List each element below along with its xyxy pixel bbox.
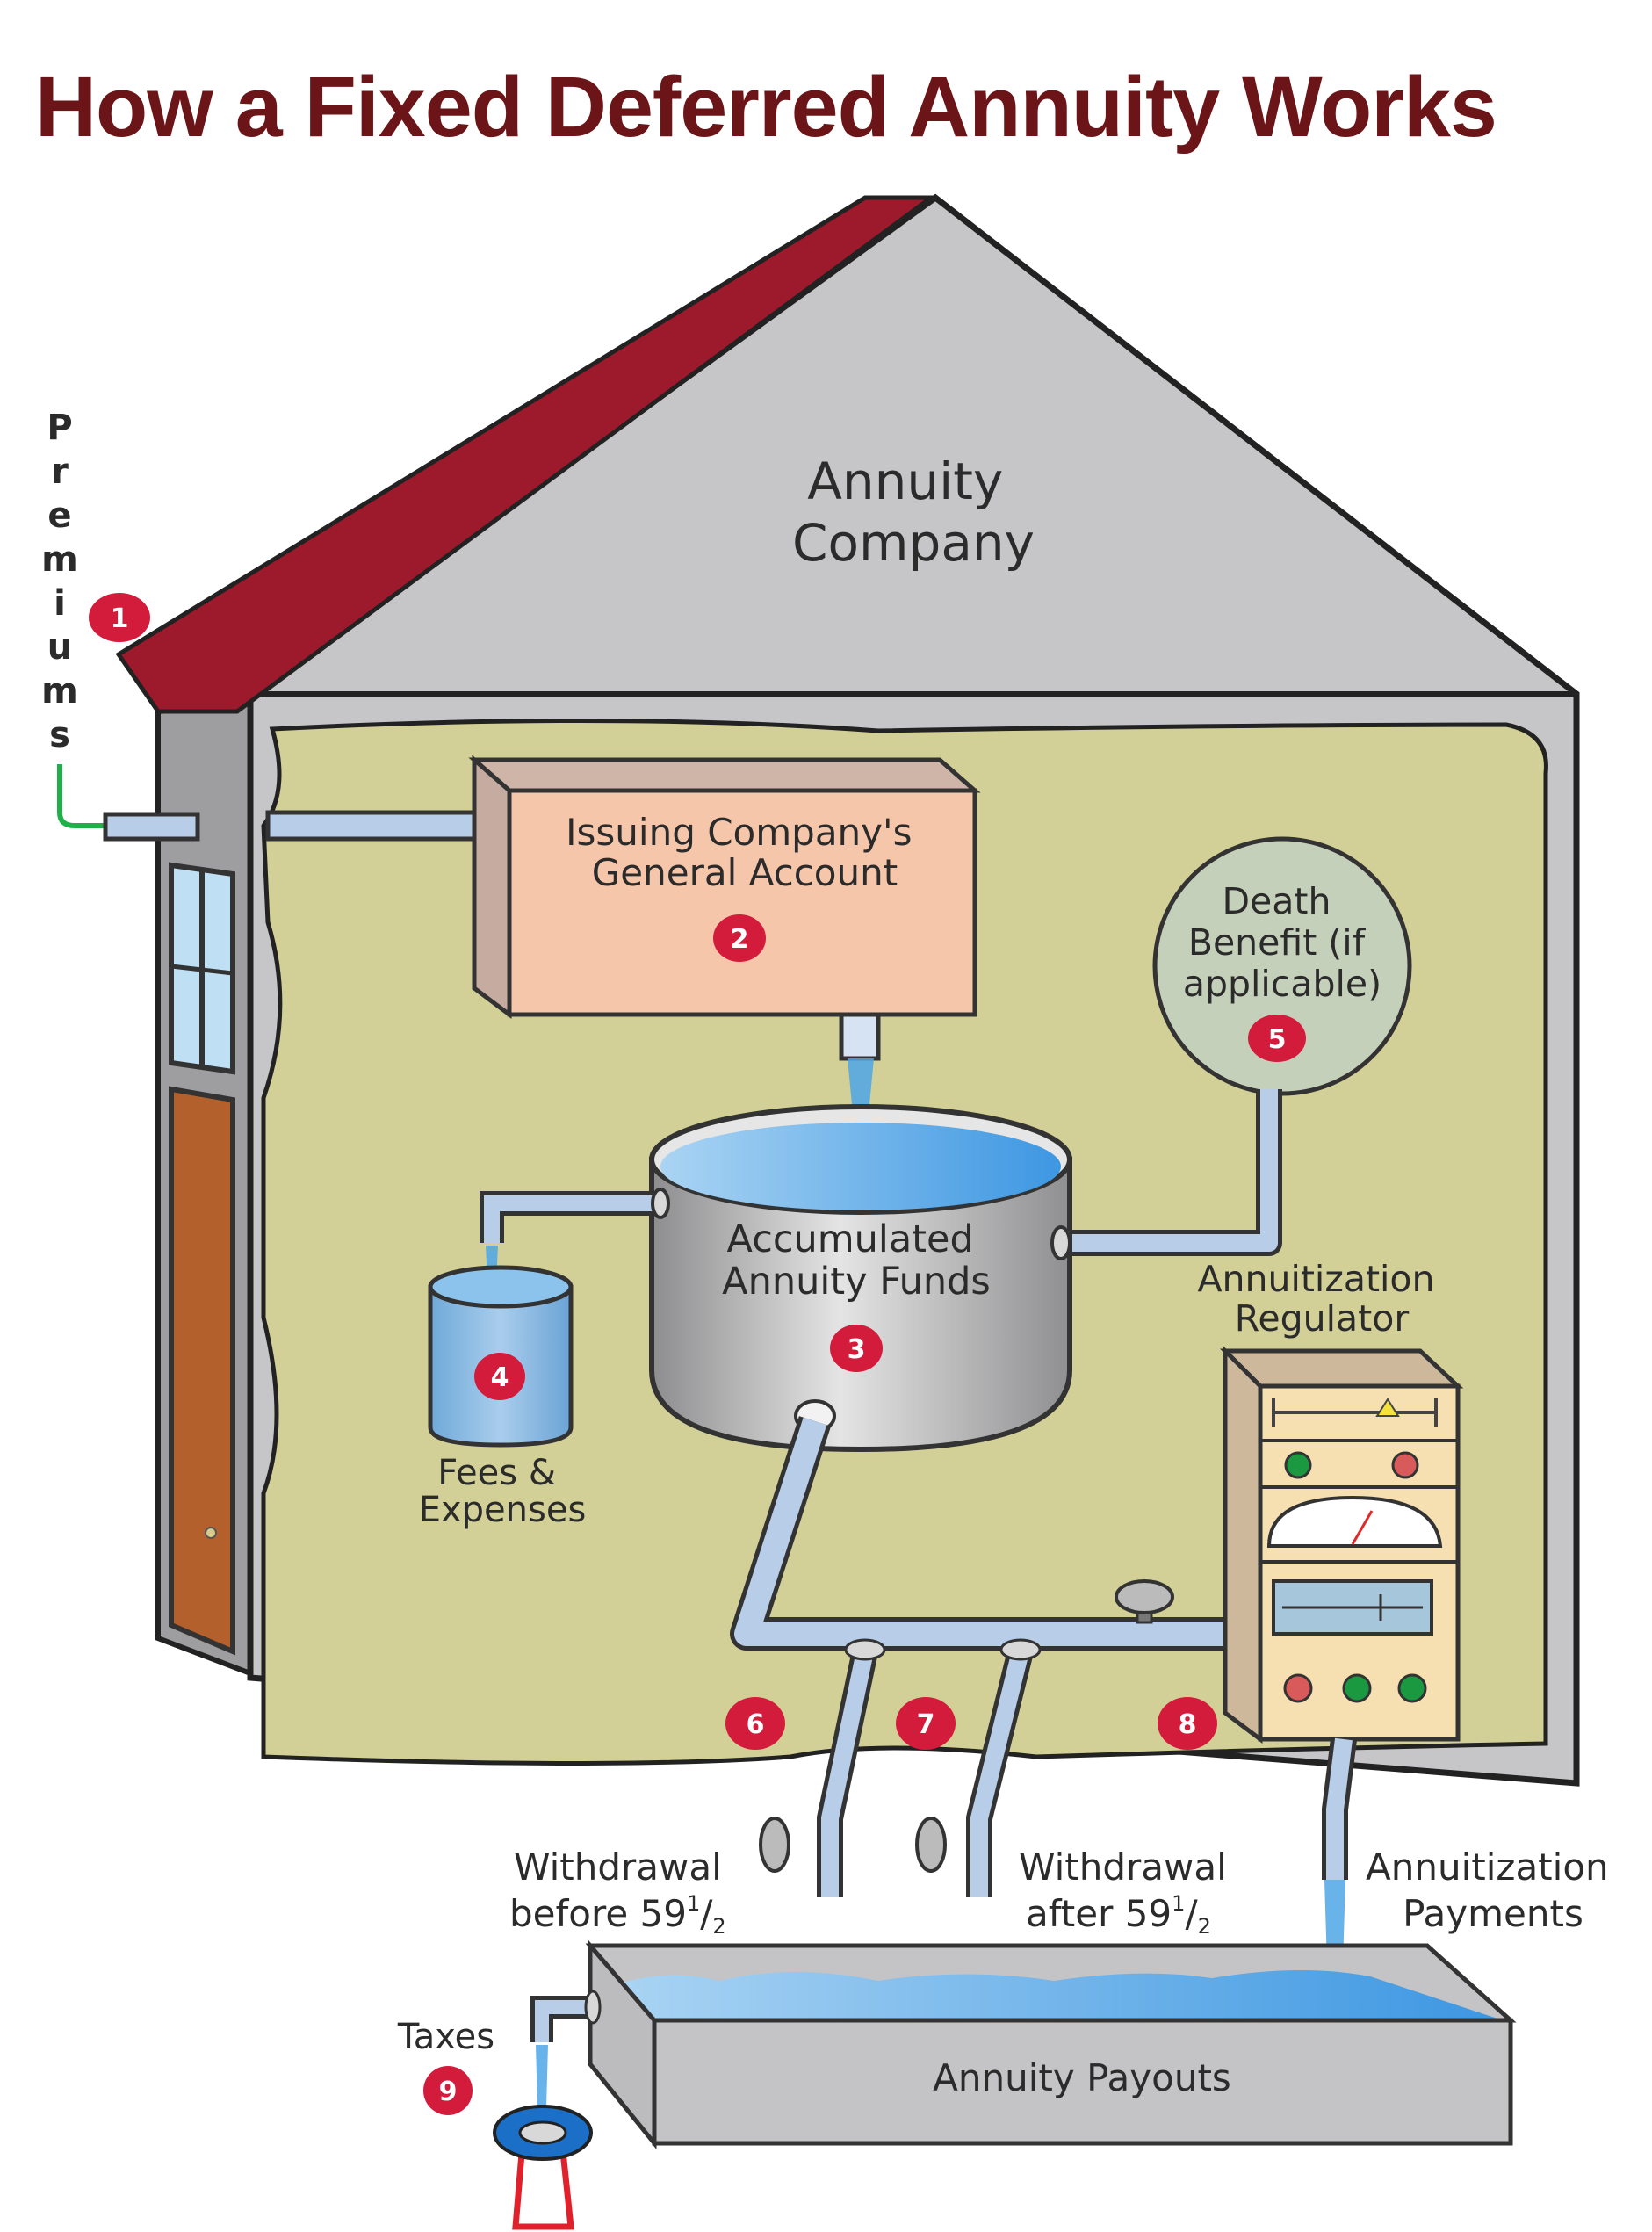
valve-icon[interactable] xyxy=(1115,1579,1174,1624)
svg-text:m: m xyxy=(41,671,78,711)
knob-icon[interactable] xyxy=(1397,1673,1427,1703)
death-benefit-label: Death Benefit (if applicable) xyxy=(1183,880,1381,1005)
house-side-wall xyxy=(155,699,253,1678)
svg-text:i: i xyxy=(54,583,66,624)
badge-4: 4 xyxy=(474,1353,525,1400)
svg-text:9: 9 xyxy=(439,2077,458,2107)
regulator-label: Annuitization Regulator xyxy=(1197,1258,1446,1340)
death-benefit-gauge: Death Benefit (if applicable) 5 xyxy=(1152,836,1412,1096)
annuitization-regulator xyxy=(1219,1345,1464,1744)
knob-icon[interactable] xyxy=(1283,1673,1313,1703)
fees-pipe xyxy=(484,1195,660,1243)
slider-handle-icon[interactable] xyxy=(1375,1398,1400,1417)
premium-pipe xyxy=(265,810,508,842)
badge-3: 3 xyxy=(830,1325,883,1372)
accumulated-funds-label: Accumulated Annuity Funds xyxy=(722,1217,991,1304)
svg-text:s: s xyxy=(49,715,70,755)
annuity-payouts-trough: Annuity Payouts xyxy=(585,1939,1517,2150)
fees-cup: 4 xyxy=(428,1265,574,1448)
premiums-label: P r e m i u m s xyxy=(41,408,78,755)
death-benefit-pipe xyxy=(1058,1089,1278,1252)
taxes-label: Taxes xyxy=(397,2017,494,2057)
svg-text:u: u xyxy=(47,627,72,668)
inlet-pipe xyxy=(103,812,200,842)
general-account-label: Issuing Company's General Account xyxy=(566,811,924,894)
svg-text:4: 4 xyxy=(491,1362,509,1393)
gauge-icon xyxy=(1266,1495,1443,1548)
withdrawal-before-pipe xyxy=(821,1649,874,1897)
house-label: Annuity Company xyxy=(792,451,1035,573)
annuitization-pipe xyxy=(1326,1737,1353,1880)
payouts-label: Annuity Payouts xyxy=(933,2056,1231,2099)
badge-2: 2 xyxy=(713,914,766,962)
knob-icon[interactable] xyxy=(1391,1451,1419,1479)
page-title: How a Fixed Deferred Annuity Works xyxy=(35,59,1497,155)
badge-9: 9 xyxy=(423,2066,473,2115)
spigot-before-icon[interactable] xyxy=(759,1817,790,1873)
knob-icon[interactable] xyxy=(1284,1451,1312,1479)
svg-text:8: 8 xyxy=(1179,1709,1197,1740)
badge-6: 6 xyxy=(725,1697,785,1750)
svg-text:m: m xyxy=(41,539,78,580)
fees-label: Fees & Expenses xyxy=(419,1453,587,1530)
svg-text:r: r xyxy=(51,451,69,492)
taxes-pipe xyxy=(535,2000,590,2042)
withdrawal-before-label: Withdrawal before 591/2 xyxy=(509,1846,733,1939)
premium-arrow-icon xyxy=(57,764,158,828)
accumulated-funds-tank: Accumulated Annuity Funds 3 xyxy=(649,1104,1072,1453)
annuitization-payments-label: Annuitization Payments xyxy=(1366,1846,1620,1935)
svg-text:2: 2 xyxy=(731,924,749,955)
badge-8: 8 xyxy=(1158,1697,1217,1750)
svg-text:7: 7 xyxy=(917,1709,935,1740)
outflow-pipe xyxy=(734,1417,1238,1646)
svg-text:e: e xyxy=(47,495,71,536)
svg-text:6: 6 xyxy=(747,1709,765,1740)
knob-icon[interactable] xyxy=(1342,1673,1372,1703)
withdrawal-after-pipe xyxy=(970,1649,1029,1897)
door-knob xyxy=(205,1527,217,1539)
svg-text:1: 1 xyxy=(111,603,129,634)
badge-1: 1 xyxy=(89,593,150,642)
general-account-box: Issuing Company's General Account 2 xyxy=(468,755,981,1019)
tax-collector-icon xyxy=(493,2105,593,2230)
spigot-after-icon[interactable] xyxy=(915,1817,947,1873)
svg-text:P: P xyxy=(47,408,72,448)
door[interactable] xyxy=(169,1086,235,1656)
roof xyxy=(115,195,938,714)
badge-7: 7 xyxy=(896,1697,956,1750)
svg-text:3: 3 xyxy=(848,1334,866,1365)
badge-5: 5 xyxy=(1248,1015,1306,1062)
withdrawal-after-label: Withdrawal after 591/2 xyxy=(1019,1846,1238,1939)
svg-text:5: 5 xyxy=(1268,1024,1287,1055)
